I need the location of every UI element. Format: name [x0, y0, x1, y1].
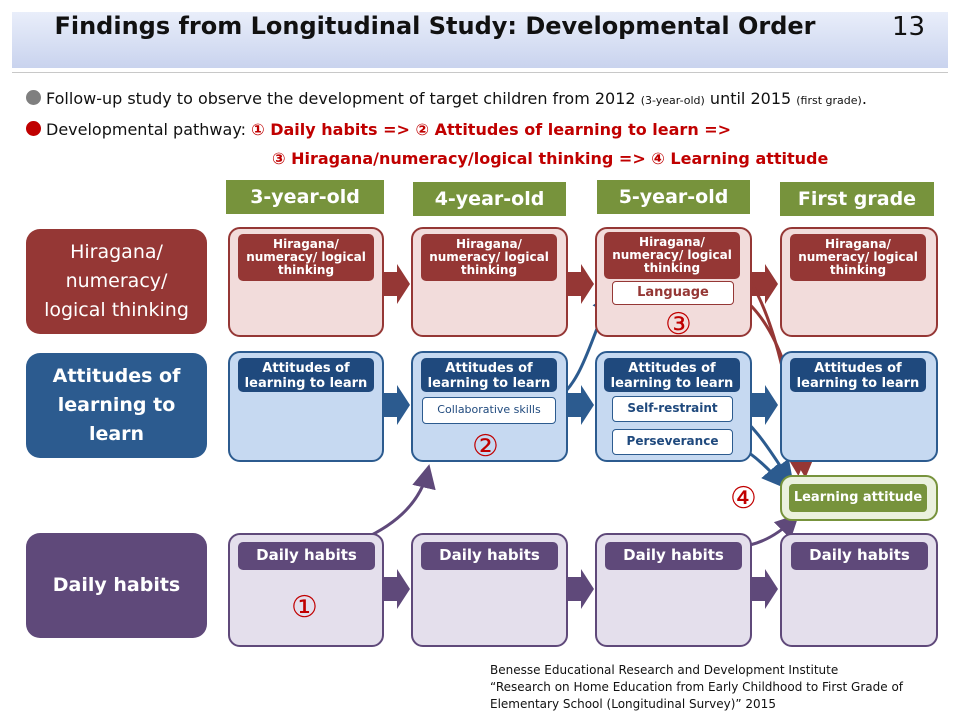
stage-header: 3-year-old	[226, 180, 384, 214]
attitudes-tag: Attitudes of learning to learn	[238, 358, 374, 392]
self-restraint-box: Self-restraint	[612, 396, 733, 422]
source-credit: Benesse Educational Research and Develop…	[490, 662, 903, 713]
hiragana-tag: Hiragana/ numeracy/ logical thinking	[238, 234, 374, 281]
bullet-text: until 2015	[709, 89, 792, 108]
bullet-note: (3-year-old)	[640, 94, 705, 107]
row-label-attitudes: Attitudes of learning to learn	[26, 353, 207, 458]
step-2-marker: ②	[472, 429, 499, 464]
stage-header: First grade	[780, 182, 934, 216]
bullet-pathway: Developmental pathway: ① Daily habits =>…	[26, 120, 731, 139]
step-4-marker: ④	[730, 481, 757, 516]
hiragana-tag: Hiragana/ numeracy/ logical thinking	[604, 232, 740, 279]
bullet-text: Developmental pathway:	[46, 120, 247, 139]
pathway-line-2: ③ Hiragana/numeracy/logical thinking => …	[272, 149, 829, 168]
slide-title: Findings from Longitudinal Study: Develo…	[54, 12, 816, 40]
attitudes-progress-arrows	[384, 385, 778, 425]
bullet-text: .	[861, 89, 867, 108]
bullet-note: (first grade)	[796, 94, 862, 107]
perseverance-box: Perseverance	[612, 429, 733, 455]
credit-line: Elementary School (Longitudinal Survey)”…	[490, 697, 776, 711]
attitudes-tag: Attitudes of learning to learn	[604, 358, 740, 392]
stage-header: 5-year-old	[597, 180, 750, 214]
language-skill-box: Language	[612, 281, 734, 305]
credit-line: Benesse Educational Research and Develop…	[490, 663, 839, 677]
bullet-followup: Follow-up study to observe the developme…	[26, 89, 867, 108]
credit-line: “Research on Home Education from Early C…	[490, 680, 904, 694]
step-3-marker: ③	[665, 307, 692, 342]
daily-habits-tag: Daily habits	[238, 542, 375, 570]
daily-habits-tag: Daily habits	[605, 542, 742, 570]
page-number: 13	[892, 12, 926, 42]
hiragana-tag: Hiragana/ numeracy/ logical thinking	[790, 234, 926, 281]
red-bullet-icon	[26, 121, 41, 136]
daily-habits-tag: Daily habits	[791, 542, 928, 570]
title-rule	[12, 72, 948, 73]
daily-habits-tag: Daily habits	[421, 542, 558, 570]
step-1-marker: ①	[291, 590, 318, 625]
gray-bullet-icon	[26, 90, 41, 105]
pathway-line-1: ① Daily habits => ② Attitudes of learnin…	[251, 120, 732, 139]
hiragana-tag: Hiragana/ numeracy/ logical thinking	[421, 234, 557, 281]
attitudes-tag: Attitudes of learning to learn	[790, 358, 926, 392]
title-bar	[12, 12, 948, 68]
daily-progress-arrows	[384, 569, 778, 609]
row-label-hiragana: Hiragana/ numeracy/ logical thinking	[26, 229, 207, 334]
collaborative-skills-box: Collaborative skills	[422, 397, 556, 424]
bullet-text: Follow-up study to observe the developme…	[46, 89, 636, 108]
attitudes-tag: Attitudes of learning to learn	[421, 358, 557, 392]
stage-header: 4-year-old	[413, 182, 566, 216]
hiragana-progress-arrows	[384, 264, 778, 304]
learning-attitude-label: Learning attitude	[789, 484, 927, 512]
row-label-daily-habits: Daily habits	[26, 533, 207, 638]
